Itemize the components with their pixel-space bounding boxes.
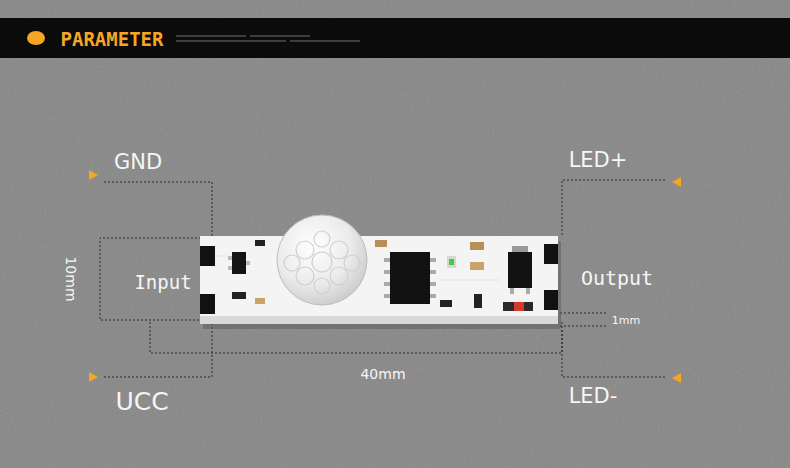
pin-label: LED- <box>569 386 618 407</box>
pin-label: UCC <box>115 389 168 414</box>
dimension-label: 1mm <box>612 315 640 326</box>
pin-label: GND <box>114 152 162 173</box>
dimension-label: 40mm <box>360 367 405 381</box>
section-title: PARAMETER <box>61 30 164 49</box>
leader-lines <box>100 180 665 377</box>
fine-print <box>176 35 360 42</box>
header-bar <box>0 18 790 58</box>
dimension-label: 10mm <box>64 256 78 301</box>
bullet-dot <box>27 31 45 45</box>
port-label: Output <box>581 268 653 288</box>
pointer-triangles <box>89 170 681 383</box>
pin-label: LED+ <box>569 150 628 171</box>
port-label: Input <box>134 273 191 292</box>
pir-sensor-board <box>200 215 561 329</box>
